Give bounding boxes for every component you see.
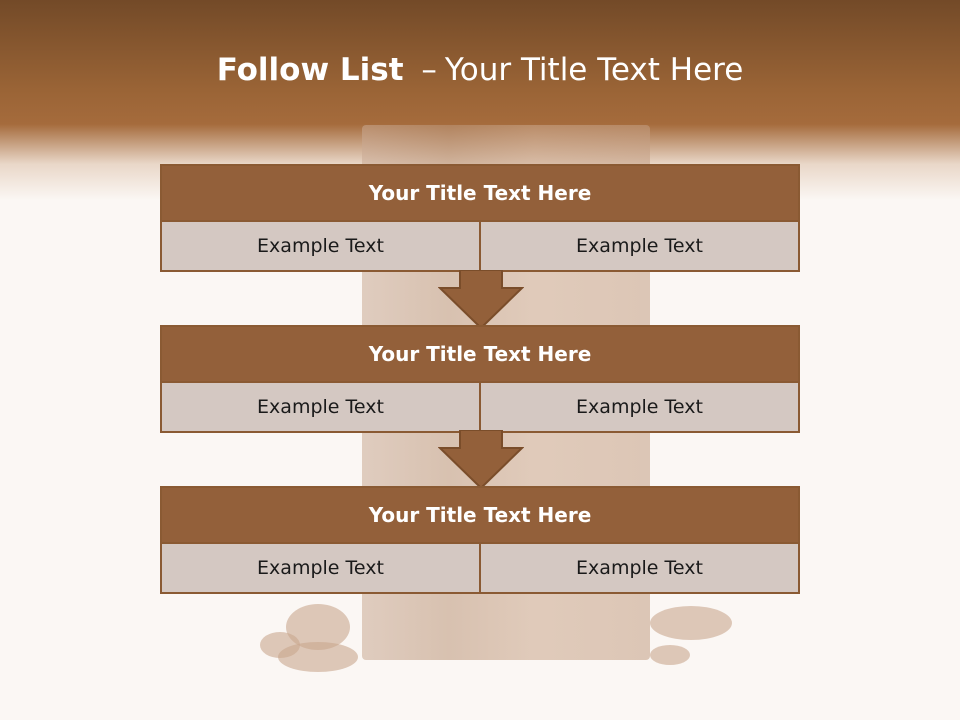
slide-title-bold: Follow List xyxy=(216,52,404,88)
rock-image xyxy=(278,642,358,672)
flow-block-3: Your Title Text Here Example Text Exampl… xyxy=(160,486,800,594)
block-row: Example Text Example Text xyxy=(162,544,798,592)
slide-title: Follow List –Your Title Text Here xyxy=(0,52,960,88)
down-arrow-icon xyxy=(438,270,524,330)
block-title: Your Title Text Here xyxy=(162,166,798,222)
block-row: Example Text Example Text xyxy=(162,222,798,270)
rock-image xyxy=(650,606,732,640)
block-row: Example Text Example Text xyxy=(162,383,798,431)
block-title: Your Title Text Here xyxy=(162,488,798,544)
flow-block-1: Your Title Text Here Example Text Exampl… xyxy=(160,164,800,272)
slide-title-rest: Your Title Text Here xyxy=(444,52,744,88)
block-cell-right: Example Text xyxy=(479,383,798,431)
block-cell-left: Example Text xyxy=(257,396,384,418)
slide-title-dash: – xyxy=(421,52,437,88)
flow-block-2: Your Title Text Here Example Text Exampl… xyxy=(160,325,800,433)
down-arrow-icon xyxy=(438,430,524,490)
block-cell-left: Example Text xyxy=(257,235,384,257)
block-cell-right: Example Text xyxy=(479,544,798,592)
block-cell-left: Example Text xyxy=(257,557,384,579)
block-cell-right: Example Text xyxy=(479,222,798,270)
block-title: Your Title Text Here xyxy=(162,327,798,383)
rock-image xyxy=(650,645,690,665)
